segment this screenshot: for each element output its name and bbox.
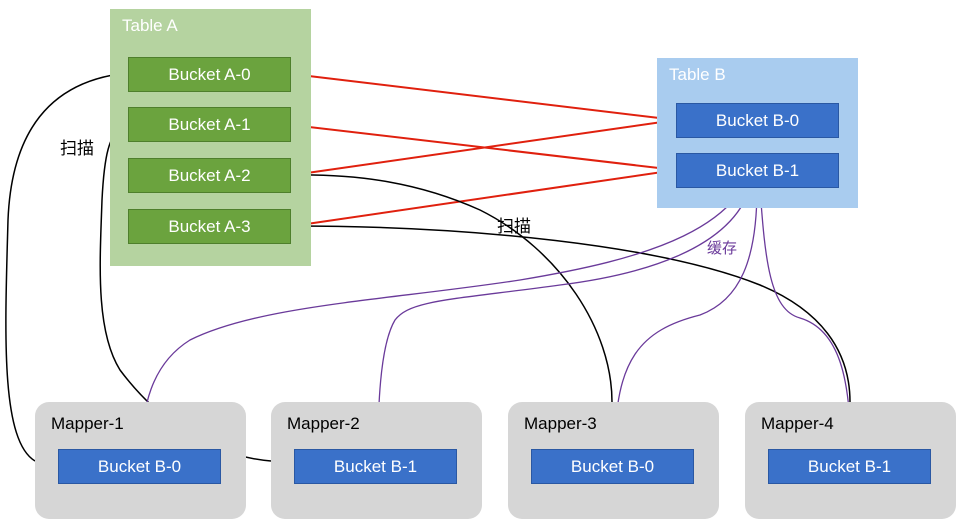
table-a-title: Table A [122, 16, 178, 35]
mapper-3-title: Mapper-3 [524, 414, 597, 433]
bucket-a-3: Bucket A-3 [128, 209, 291, 244]
bucket-b-0: Bucket B-0 [676, 103, 839, 138]
bucket-a-2: Bucket A-2 [128, 158, 291, 193]
mapper-4-title: Mapper-4 [761, 414, 834, 433]
scan-label-middle: 扫描 [497, 217, 531, 237]
mapper-3-bucket: Bucket B-0 [531, 449, 694, 484]
bucket-b-1: Bucket B-1 [676, 153, 839, 188]
scan-label-left: 扫描 [60, 139, 94, 159]
bucket-a-1: Bucket A-1 [128, 107, 291, 142]
scan-edge-mapper4-a3 [292, 222, 851, 403]
join-edge-a0-b0 [291, 73, 677, 121]
mapper-2-title: Mapper-2 [287, 414, 360, 433]
mapper-1-title: Mapper-1 [51, 414, 124, 433]
mapper-1-bucket: Bucket B-0 [58, 449, 221, 484]
mapper-2-bucket: Bucket B-1 [294, 449, 457, 484]
bucket-a-0: Bucket A-0 [128, 57, 291, 92]
cache-label: 缓存 [707, 239, 738, 257]
mapper-3: Mapper-3 Bucket B-0 [508, 402, 719, 519]
mapper-2: Mapper-2 Bucket B-1 [271, 402, 482, 519]
mapper-4: Mapper-4 Bucket B-1 [745, 402, 956, 519]
scan-edge-mapper3-a2 [292, 170, 613, 403]
mapper-4-bucket: Bucket B-1 [768, 449, 931, 484]
join-edge-a1-b1 [291, 124, 677, 171]
table-b-title: Table B [669, 65, 726, 84]
mapper-1: Mapper-1 Bucket B-0 [35, 402, 246, 519]
join-edge-b1-a3 [292, 169, 677, 227]
join-edge-b0-a2 [292, 119, 677, 176]
